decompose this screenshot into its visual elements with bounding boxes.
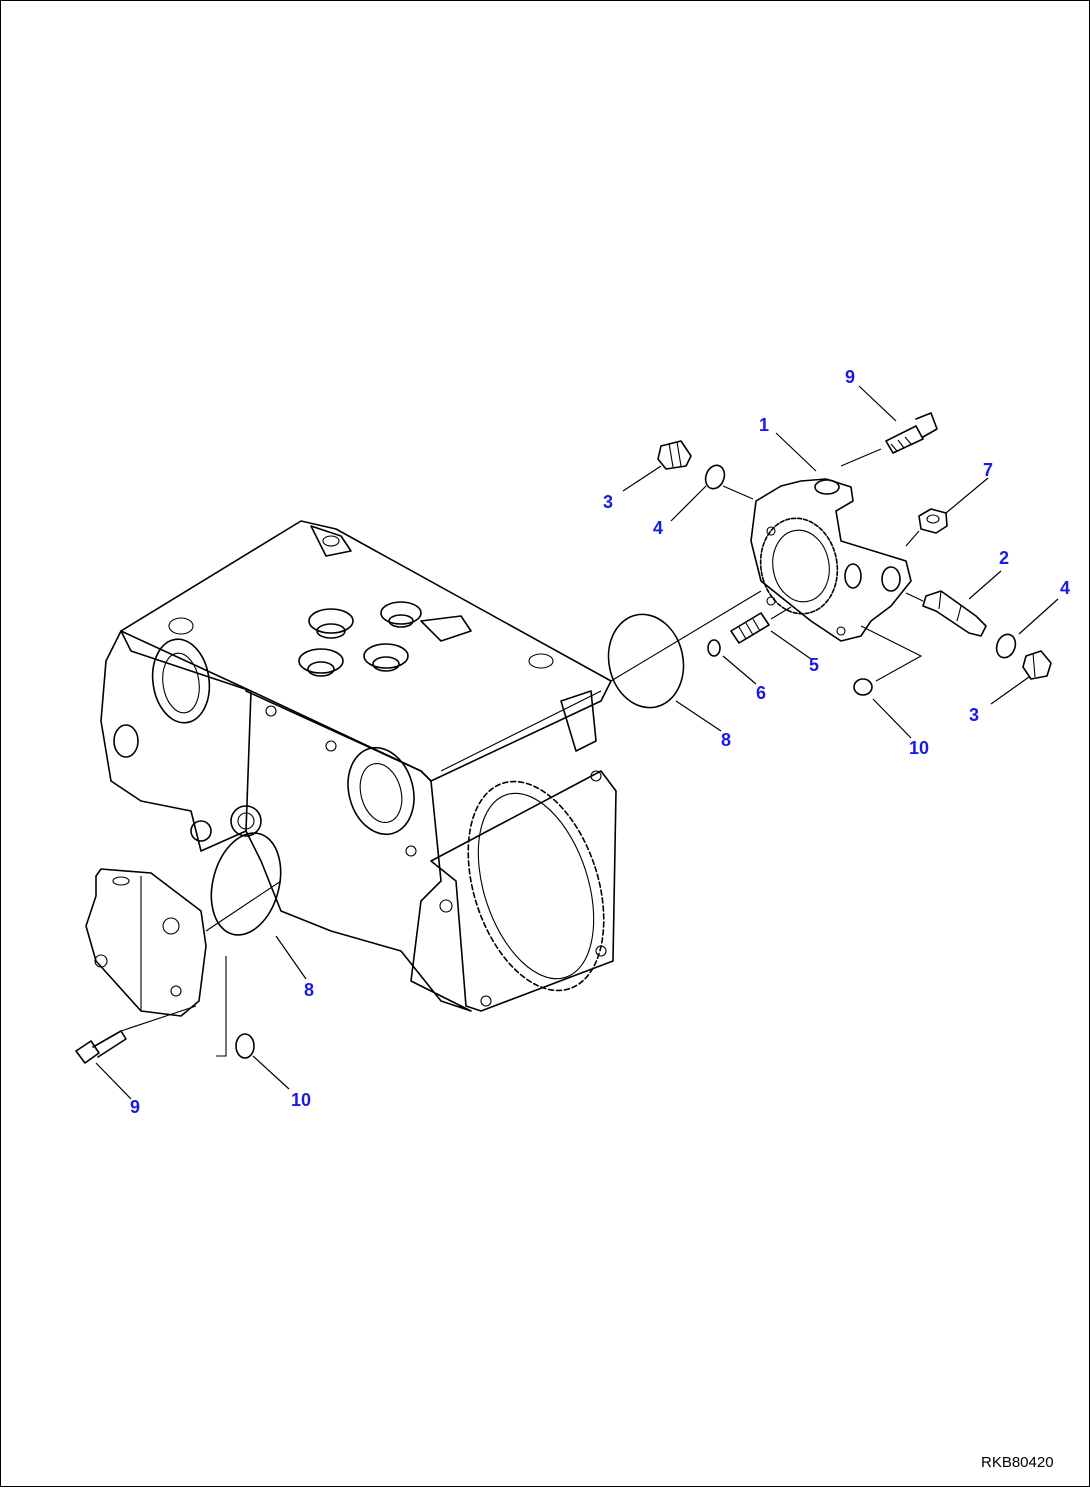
plug-top xyxy=(657,440,692,470)
o-ring-small-top xyxy=(704,464,726,490)
callout-9-left: 9 xyxy=(130,1097,140,1117)
leader-lines xyxy=(95,385,1059,1100)
callout-5: 5 xyxy=(809,655,819,675)
bolt-left xyxy=(75,1030,127,1064)
pump-head xyxy=(750,478,912,642)
o-ring-right xyxy=(607,613,685,709)
seat xyxy=(707,639,721,657)
o-ring-small-right xyxy=(995,633,1017,659)
o-ring-left xyxy=(210,832,282,936)
plug-right xyxy=(1022,650,1052,680)
callout-10-left: 10 xyxy=(291,1090,311,1110)
callout-2: 2 xyxy=(999,548,1009,568)
callout-3-top: 3 xyxy=(603,492,613,512)
spool xyxy=(922,590,987,637)
left-cover xyxy=(85,868,207,1017)
bolt-right xyxy=(885,412,938,454)
callout-8-left: 8 xyxy=(304,980,314,1000)
callout-8-right: 8 xyxy=(721,730,731,750)
spring xyxy=(730,612,770,644)
callout-3-right: 3 xyxy=(969,705,979,725)
callout-10-right: 10 xyxy=(909,738,929,758)
callout-9-top: 9 xyxy=(845,367,855,387)
callouts: 1 2 3 3 4 4 5 6 7 8 8 9 9 10 10 xyxy=(130,367,1070,1117)
callout-4-top: 4 xyxy=(653,518,663,538)
dowel-left xyxy=(235,1033,255,1059)
callout-7: 7 xyxy=(983,460,993,480)
callout-1: 1 xyxy=(759,415,769,435)
pump-housing xyxy=(100,520,617,1012)
nut xyxy=(918,508,948,534)
drawing-id: RKB80420 xyxy=(981,1454,1054,1471)
dowel-right xyxy=(853,678,873,696)
callout-4-right: 4 xyxy=(1060,578,1070,598)
callout-6: 6 xyxy=(756,683,766,703)
